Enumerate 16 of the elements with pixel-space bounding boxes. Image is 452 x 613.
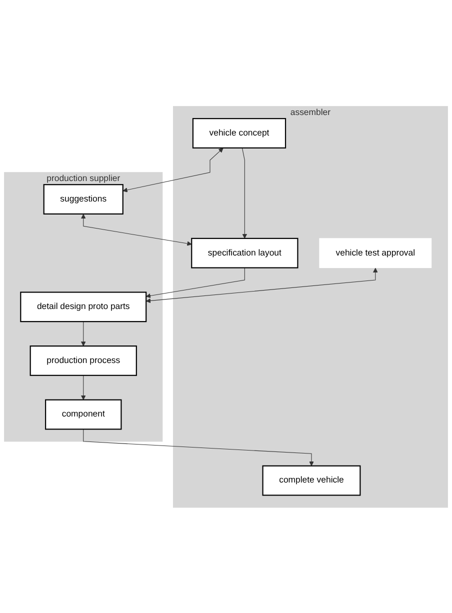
arrow (146, 267, 378, 303)
arrow (83, 428, 314, 466)
arrow (80, 374, 86, 400)
arrow (80, 320, 86, 346)
node-box: suggestions (43, 184, 124, 214)
arrow (80, 214, 192, 246)
node-box: vehicle concept (192, 118, 286, 148)
node-box: production process (30, 345, 137, 376)
node-box: vehicle test approval (319, 238, 432, 268)
arrow (146, 267, 245, 298)
node-box: specification layout (191, 237, 298, 268)
arrow (242, 147, 248, 238)
node-box: component (45, 398, 122, 430)
node-box: detail design proto parts (20, 291, 147, 322)
arrow (122, 147, 224, 192)
node-box: complete vehicle (262, 464, 361, 496)
